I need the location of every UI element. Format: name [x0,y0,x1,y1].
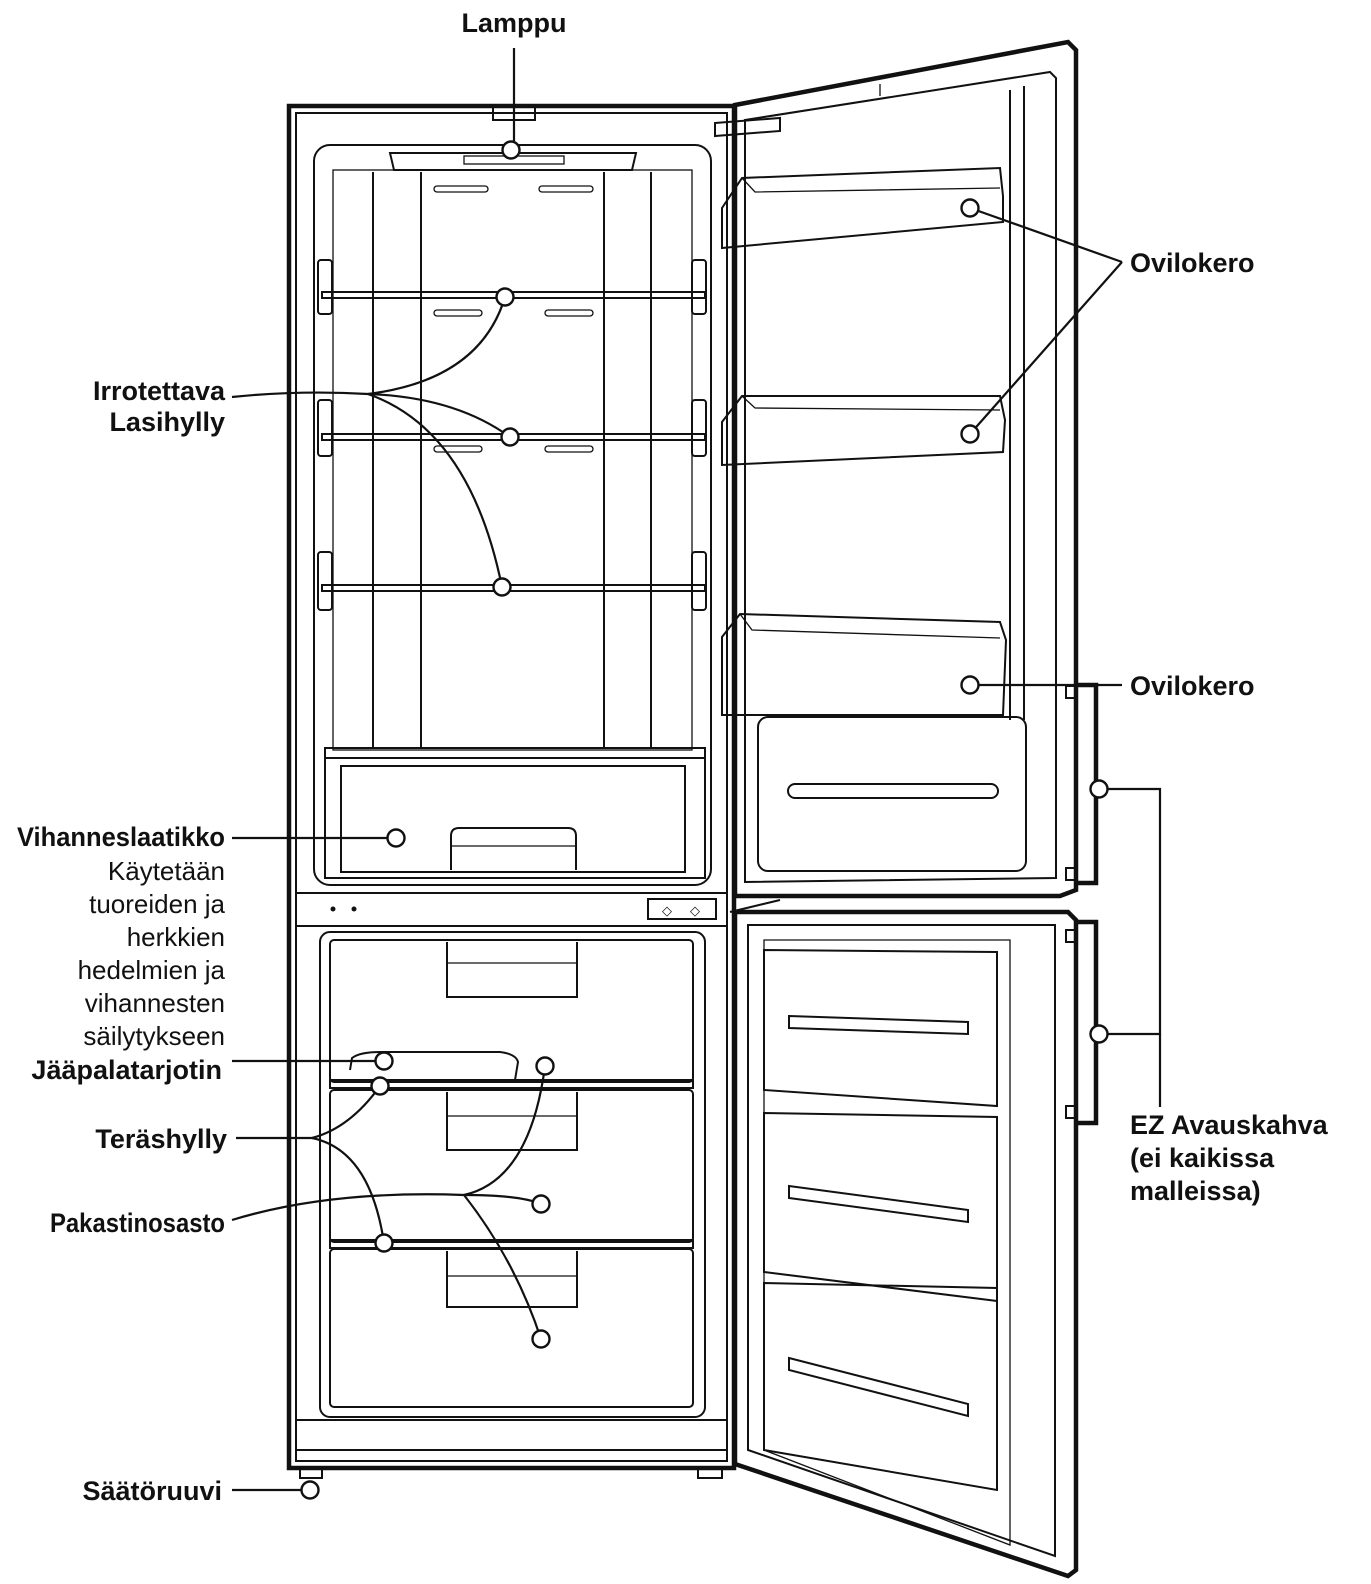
door-bin-label-bottom: Ovilokero [1130,671,1255,701]
freezer-compartment [296,932,727,1478]
freezer-drawer-2-dot [533,1196,550,1213]
crisper-label: Vihanneslaatikko [17,822,225,852]
glass-shelf-3-dot [494,579,511,596]
handle-upper-dot [1091,781,1108,798]
handle-label-line1: EZ Avauskahva [1130,1110,1329,1140]
crisper-desc-line4: hedelmien ja [78,955,226,985]
freezer-drawer-3-dot [533,1331,550,1348]
handle-label-line3: malleissa) [1130,1176,1261,1206]
crisper-desc-line6: säilytykseen [83,1021,225,1051]
leveling-screw-dot [302,1482,319,1499]
freezer-label: Pakastinosasto [50,1208,225,1238]
crisper-dot [388,830,405,847]
glass-shelf-2-dot [502,429,519,446]
ez-handles [1066,685,1096,1123]
crisper-desc-line5: vihannesten [85,988,225,1018]
crisper-desc-line3: herkkien [127,922,225,952]
svg-text:◇: ◇ [662,904,672,919]
ice-tray-label: Jääpalatarjotin [31,1055,222,1085]
freezer-door [730,900,1076,1576]
door-bin-middle-dot [962,426,979,443]
glass-shelf-1-dot [497,289,514,306]
handle-label-line2: (ei kaikissa [1130,1143,1275,1173]
steel-shelf-1-dot [372,1078,389,1095]
crisper-desc-line1: Käytetään [108,856,225,886]
door-bin-top-dot [962,200,979,217]
handle-lower-dot [1091,1026,1108,1043]
door-bin-label-top: Ovilokero [1130,248,1255,278]
glass-shelf-label-line1: Irrotettava [93,376,226,406]
door-bin-bottom-dot [962,677,979,694]
crisper-drawer [325,748,705,878]
glass-shelf-label-line2: Lasihylly [109,407,225,437]
leader-lines [232,48,1160,1490]
control-panel: ◇ ◇ [296,893,727,926]
steel-shelf-2-dot [376,1235,393,1252]
svg-text:◇: ◇ [690,904,700,919]
leveling-screw-label: Säätöruuvi [82,1476,222,1506]
freezer-drawer-1-dot [537,1058,554,1075]
fridge-door [715,42,1076,896]
refrigerator-cabinet [289,106,734,1468]
steel-shelf-label: Teräshylly [95,1124,227,1154]
crisper-desc-line2: tuoreiden ja [89,889,225,919]
lamp-callout-dot [503,142,520,159]
ice-tray-dot [376,1053,393,1070]
lamp-label: Lamppu [462,8,567,38]
